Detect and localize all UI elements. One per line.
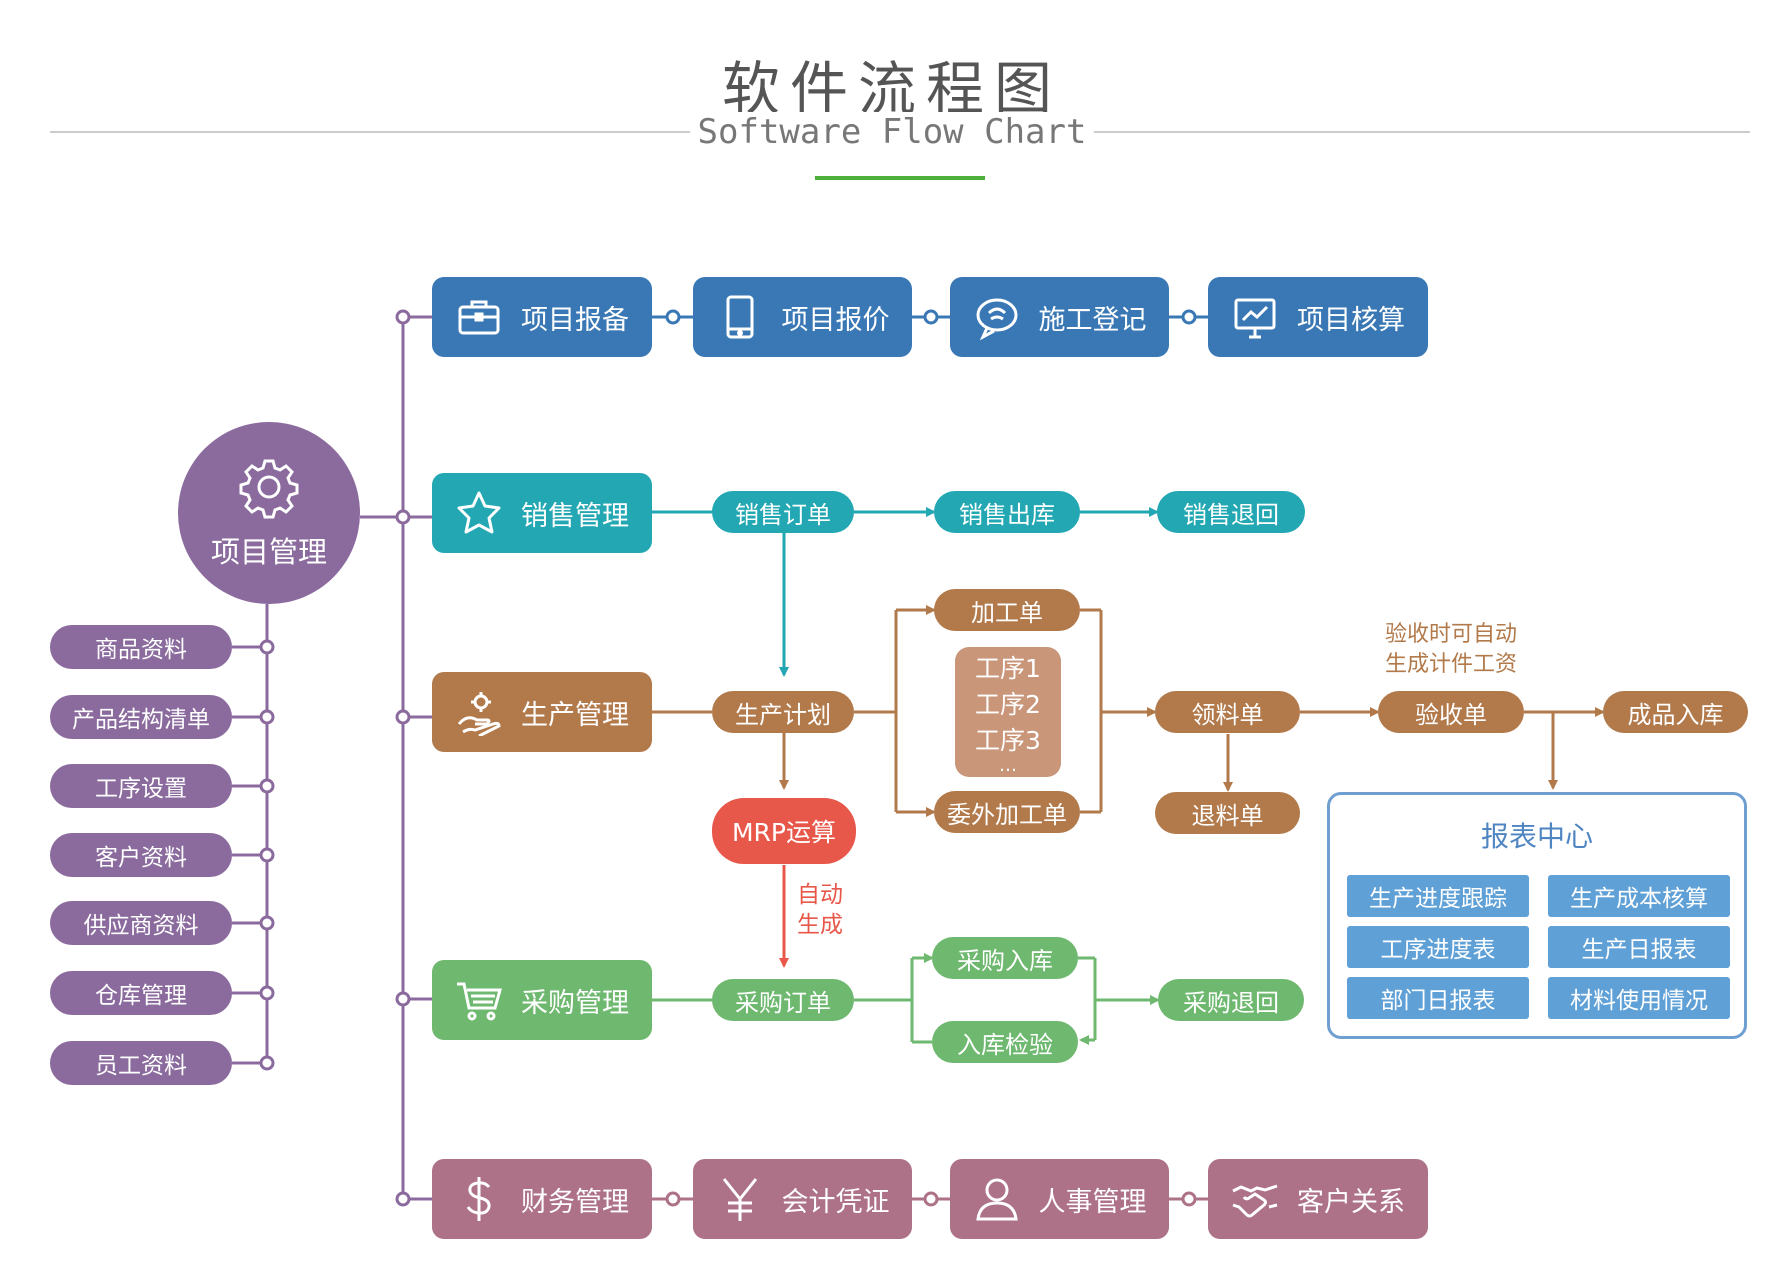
project-quote-module[interactable]: 项目报价 bbox=[693, 277, 912, 357]
production-management-module[interactable]: 生产管理 bbox=[432, 672, 652, 752]
report-item[interactable]: 生产进度跟踪 bbox=[1347, 875, 1529, 917]
module-label: 人事管理 bbox=[1038, 1186, 1147, 1218]
process-step-more: … bbox=[999, 755, 1017, 776]
purchase-return-node[interactable]: 采购退回 bbox=[1158, 979, 1304, 1021]
construction-register-module[interactable]: 施工登记 bbox=[950, 277, 1169, 357]
hub-label: 项目管理 bbox=[210, 535, 327, 569]
project-accounting-module[interactable]: 项目核算 bbox=[1208, 277, 1428, 357]
page-title: 软件流程图 bbox=[721, 55, 1062, 123]
purchase-order-node[interactable]: 采购订单 bbox=[712, 979, 854, 1021]
base-data-item[interactable]: 仓库管理 bbox=[50, 971, 232, 1015]
sales-outbound-node[interactable]: 销售出库 bbox=[934, 491, 1080, 533]
processing-order-node[interactable]: 加工单 bbox=[934, 589, 1080, 631]
project-filing-module[interactable]: 项目报备 bbox=[432, 277, 652, 357]
material-requisition-node[interactable]: 领料单 bbox=[1155, 691, 1300, 733]
report-item[interactable]: 生产成本核算 bbox=[1548, 875, 1730, 917]
base-data-item[interactable]: 工序设置 bbox=[50, 764, 232, 808]
module-label: 采购管理 bbox=[521, 987, 629, 1019]
purchase-inbound-node[interactable]: 采购入库 bbox=[932, 937, 1078, 979]
customer-relations-module[interactable]: 客户关系 bbox=[1208, 1159, 1428, 1239]
star-icon bbox=[453, 487, 505, 539]
base-data-item[interactable]: 供应商资料 bbox=[50, 901, 232, 945]
auto-generate-note: 自动 生成 bbox=[788, 880, 852, 940]
module-label: 客户关系 bbox=[1297, 1186, 1405, 1218]
cart-icon bbox=[453, 974, 505, 1026]
module-label: 生产管理 bbox=[521, 699, 629, 731]
report-item[interactable]: 材料使用情况 bbox=[1548, 977, 1730, 1019]
briefcase-icon bbox=[453, 291, 505, 343]
base-data-item[interactable]: 商品资料 bbox=[50, 625, 232, 669]
acceptance-note: 验收时可自动 生成计件工资 bbox=[1356, 620, 1546, 680]
sales-order-node[interactable]: 销售订单 bbox=[712, 491, 854, 533]
process-step: 工序3 bbox=[975, 726, 1041, 755]
inbound-inspection-node[interactable]: 入库检验 bbox=[932, 1021, 1078, 1063]
project-management-hub[interactable]: 项目管理 bbox=[178, 422, 360, 604]
accounting-voucher-module[interactable]: 会计凭证 bbox=[693, 1159, 912, 1239]
module-label: 施工登记 bbox=[1038, 304, 1147, 336]
base-data-item[interactable]: 员工资料 bbox=[50, 1041, 232, 1085]
module-label: 销售管理 bbox=[521, 500, 629, 532]
yen-icon bbox=[714, 1173, 766, 1225]
report-center-title: 报表中心 bbox=[1480, 820, 1593, 853]
auto-note-line: 生成 bbox=[797, 912, 843, 938]
report-item[interactable]: 生产日报表 bbox=[1548, 926, 1730, 968]
finance-management-module[interactable]: 财务管理 bbox=[432, 1159, 652, 1239]
module-label: 财务管理 bbox=[521, 1186, 629, 1218]
module-label: 项目核算 bbox=[1297, 304, 1405, 336]
acceptance-note-line: 生成计件工资 bbox=[1384, 652, 1517, 677]
gear-icon bbox=[239, 459, 299, 519]
report-item[interactable]: 部门日报表 bbox=[1347, 977, 1529, 1019]
tablet-icon bbox=[714, 291, 766, 343]
acceptance-note-line: 验收时可自动 bbox=[1384, 622, 1517, 647]
handshake-icon bbox=[1229, 1173, 1281, 1225]
sales-management-module[interactable]: 销售管理 bbox=[432, 473, 652, 553]
page-subtitle: Software Flow Chart bbox=[689, 112, 1095, 152]
base-data-item[interactable]: 产品结构清单 bbox=[50, 695, 232, 739]
auto-note-line: 自动 bbox=[797, 882, 843, 908]
outsourcing-order-node[interactable]: 委外加工单 bbox=[934, 791, 1080, 833]
report-item[interactable]: 工序进度表 bbox=[1347, 926, 1529, 968]
base-data-item[interactable]: 客户资料 bbox=[50, 833, 232, 877]
dollar-icon bbox=[453, 1173, 505, 1225]
monitor-chart-icon bbox=[1229, 291, 1281, 343]
purchase-management-module[interactable]: 采购管理 bbox=[432, 960, 652, 1040]
material-return-node[interactable]: 退料单 bbox=[1155, 792, 1300, 834]
chat-bubble-icon bbox=[971, 291, 1023, 343]
module-label: 项目报备 bbox=[521, 304, 629, 336]
mrp-calculation-node[interactable]: MRP运算 bbox=[712, 798, 856, 864]
hr-management-module[interactable]: 人事管理 bbox=[950, 1159, 1169, 1239]
acceptance-node[interactable]: 验收单 bbox=[1378, 691, 1524, 733]
process-steps-box: 工序1 工序2 工序3 … bbox=[955, 647, 1061, 777]
process-step: 工序1 bbox=[975, 654, 1041, 683]
production-plan-node[interactable]: 生产计划 bbox=[712, 691, 854, 733]
person-icon bbox=[971, 1173, 1023, 1225]
finished-goods-inbound-node[interactable]: 成品入库 bbox=[1603, 691, 1748, 733]
module-label: 项目报价 bbox=[781, 304, 890, 336]
hand-gear-icon bbox=[453, 686, 505, 738]
sales-return-node[interactable]: 销售退回 bbox=[1157, 491, 1305, 533]
module-label: 会计凭证 bbox=[781, 1186, 890, 1218]
report-center-panel: 报表中心 生产进度跟踪 生产成本核算 工序进度表 生产日报表 部门日报表 材料使… bbox=[1327, 792, 1747, 1039]
process-step: 工序2 bbox=[975, 690, 1041, 719]
